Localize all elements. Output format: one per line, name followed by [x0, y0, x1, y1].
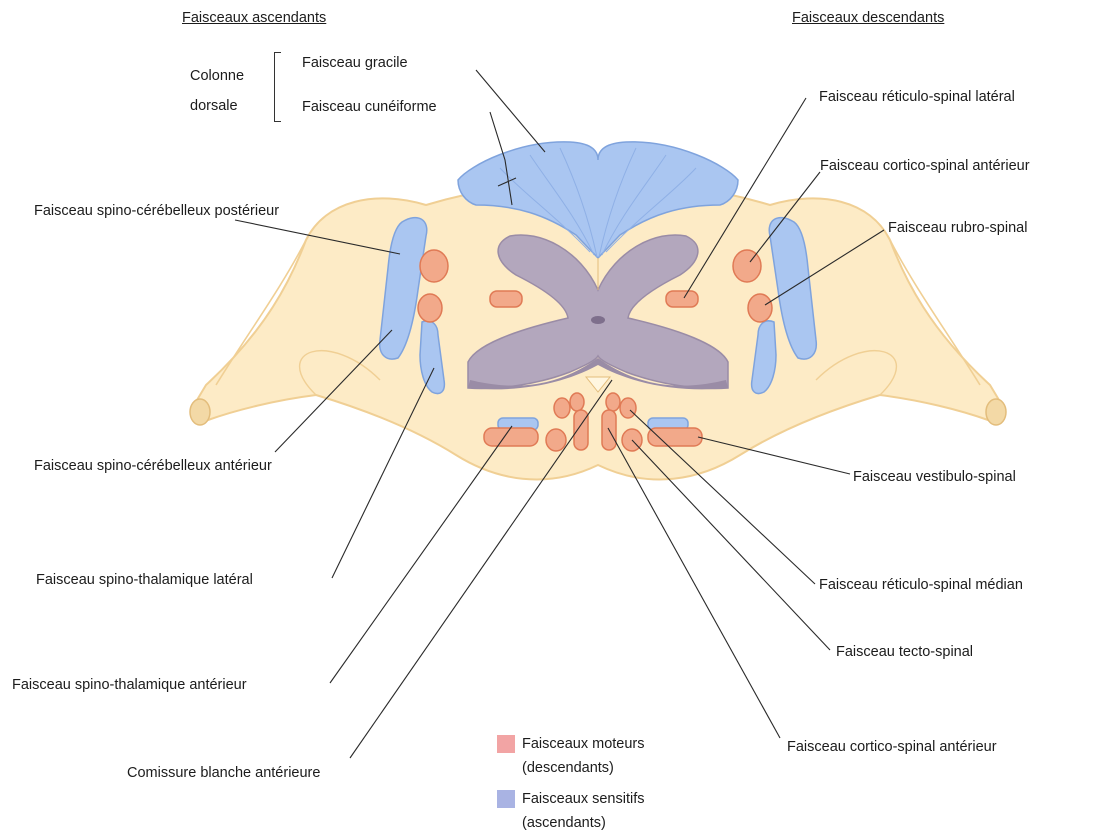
label-cuneiform: Faisceau cunéiforme: [302, 98, 437, 116]
right-reticulo-spinal-median-tract-b: [606, 393, 620, 411]
left-tecto-spinal-tract: [546, 429, 566, 451]
left-reticulo-spinal-lateral-tract: [490, 291, 522, 307]
label-tecto-spinal: Faisceau tecto-spinal: [836, 643, 973, 661]
left-vestibulo-spinal-tract: [484, 428, 538, 446]
label-rubro-spinal: Faisceau rubro-spinal: [888, 219, 1027, 237]
right-vestibulo-spinal-tract: [648, 428, 702, 446]
leader-spino-thalamic-anterior: [330, 426, 512, 683]
dorsal-column-bracket: [274, 52, 281, 122]
left-cortico-spinal-anterior-tract: [574, 410, 588, 450]
label-reticulo-spinal-median: Faisceau réticulo-spinal médian: [819, 576, 1023, 594]
right-nerve-root-end: [986, 399, 1006, 425]
label-reticulo-spinal-lateral: Faisceau réticulo-spinal latéral: [819, 88, 1015, 106]
legend-sensory-swatch: [497, 790, 515, 808]
label-cortico-spinal-anterior-bottom: Faisceau cortico-spinal antérieur: [787, 738, 997, 756]
left-reticulo-spinal-median-tract-b: [570, 393, 584, 411]
legend-sensory-line2: (ascendants): [522, 814, 606, 832]
legend-sensory-line1: Faisceaux sensitifs: [522, 790, 645, 808]
label-spino-thalamic-lateral: Faisceau spino-thalamique latéral: [36, 571, 253, 589]
dorsal-column-group-line2: dorsale: [190, 97, 238, 115]
left-cortico-spinal-lateral-tract: [420, 250, 448, 282]
right-rubro-spinal-tract: [748, 294, 772, 322]
label-spino-thalamic-anterior: Faisceau spino-thalamique antérieur: [12, 676, 247, 694]
label-white-commissure: Comissure blanche antérieure: [127, 764, 320, 782]
legend-motor-swatch: [497, 735, 515, 753]
label-gracile: Faisceau gracile: [302, 54, 408, 72]
leader-tecto-spinal: [632, 440, 830, 650]
legend-motor-line2: (descendants): [522, 759, 614, 777]
label-spino-cerebellar-posterior: Faisceau spino-cérébelleux postérieur: [34, 202, 279, 220]
dorsal-column-group-line1: Colonne: [190, 67, 244, 85]
right-reticulo-spinal-lateral-tract: [666, 291, 698, 307]
leader-gracile: [476, 70, 545, 152]
central-canal: [591, 316, 605, 324]
right-reticulo-spinal-median-tract-a: [620, 398, 636, 418]
label-spino-cerebellar-anterior: Faisceau spino-cérébelleux antérieur: [34, 457, 272, 475]
left-rubro-spinal-tract: [418, 294, 442, 322]
left-reticulo-spinal-median-tract-a: [554, 398, 570, 418]
right-cortico-spinal-lateral-tract: [733, 250, 761, 282]
legend-motor-line1: Faisceaux moteurs: [522, 735, 645, 753]
label-vestibulo-spinal: Faisceau vestibulo-spinal: [853, 468, 1016, 486]
header-descending: Faisceaux descendants: [792, 9, 944, 27]
left-nerve-root-end: [190, 399, 210, 425]
label-cortico-spinal-anterior-top: Faisceau cortico-spinal antérieur: [820, 157, 1030, 175]
header-ascending: Faisceaux ascendants: [182, 9, 326, 27]
